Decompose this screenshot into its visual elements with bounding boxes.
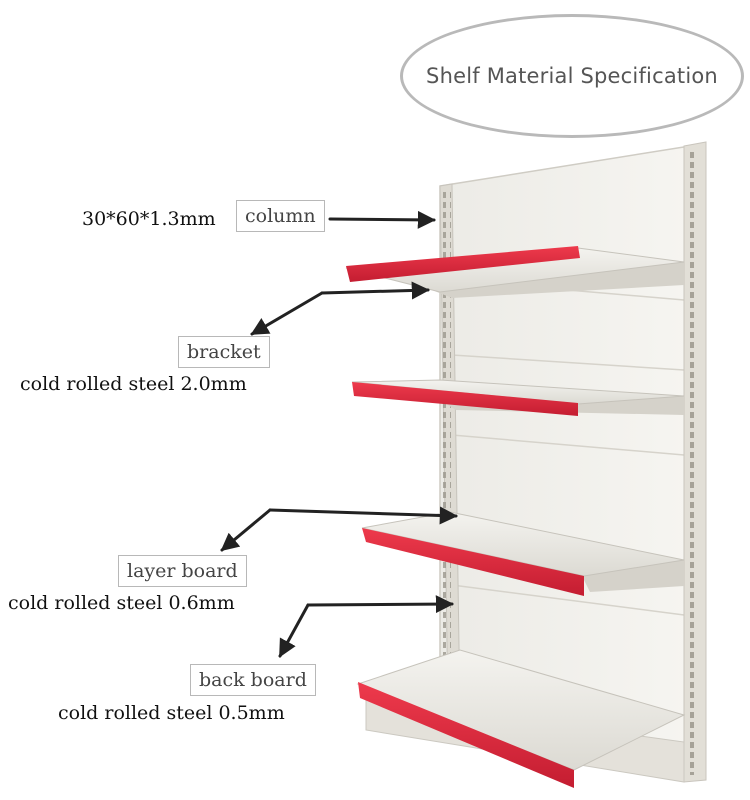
arrow-layer-label	[220, 508, 272, 552]
arrow-bracket-label	[250, 291, 324, 336]
title-oval: Shelf Material Specification	[400, 14, 744, 138]
arrow-back-board-label	[278, 603, 310, 658]
arrow-back-board-panel	[306, 595, 454, 614]
diagram-title: Shelf Material Specification	[426, 64, 718, 88]
arrow-layer-board	[268, 506, 458, 525]
column-spec: 30*60*1.3mm	[82, 208, 216, 230]
shelf-level-2	[351, 379, 685, 416]
arrow-bracket-board	[320, 281, 430, 300]
callout-arrows	[220, 210, 458, 658]
column-label: column	[236, 200, 325, 232]
layer-board-spec: cold rolled steel 0.6mm	[8, 592, 235, 614]
arrow-column	[328, 210, 436, 229]
layer-board-label: layer board	[118, 555, 247, 587]
bracket-spec: cold rolled steel 2.0mm	[20, 373, 247, 395]
right-column	[683, 141, 707, 783]
back-board-label: back board	[190, 664, 316, 696]
back-board-spec: cold rolled steel 0.5mm	[58, 702, 285, 724]
bracket-label: bracket	[178, 336, 270, 368]
shelf-level-1	[345, 246, 685, 298]
shelf-level-3	[361, 511, 685, 596]
shelf-level-4	[356, 649, 686, 788]
